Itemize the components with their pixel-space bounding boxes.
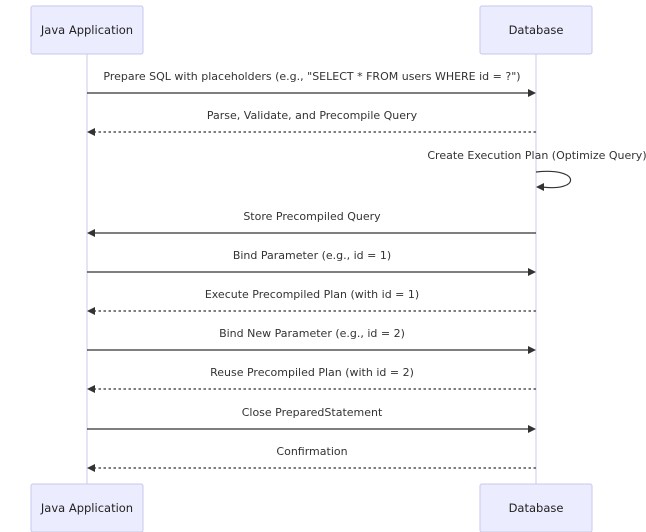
arrowhead [528, 425, 536, 433]
arrowhead [87, 464, 95, 472]
message-label: Create Execution Plan (Optimize Query) [427, 149, 646, 162]
message: Close PreparedStatement [87, 406, 536, 433]
arrowhead [87, 307, 95, 315]
arrowhead [528, 268, 536, 276]
message-label: Execute Precompiled Plan (with id = 1) [205, 288, 419, 301]
message: Prepare SQL with placeholders (e.g., "SE… [87, 70, 536, 97]
message: Create Execution Plan (Optimize Query) [427, 149, 646, 191]
message-label: Prepare SQL with placeholders (e.g., "SE… [103, 70, 520, 83]
message: Bind Parameter (e.g., id = 1) [87, 249, 536, 276]
actor-label: Java Application [40, 501, 133, 515]
actor-label: Database [509, 501, 564, 515]
arrowhead [87, 385, 95, 393]
arrowhead [536, 183, 544, 191]
message-label: Reuse Precompiled Plan (with id = 2) [210, 366, 414, 379]
message: Store Precompiled Query [87, 210, 536, 237]
actor-label: Java Application [40, 23, 133, 37]
actor-label: Database [509, 23, 564, 37]
messages-group: Prepare SQL with placeholders (e.g., "SE… [87, 70, 646, 472]
message-label: Store Precompiled Query [243, 210, 381, 223]
arrowhead [87, 229, 95, 237]
arrowhead [528, 346, 536, 354]
message: Reuse Precompiled Plan (with id = 2) [87, 366, 536, 393]
message: Parse, Validate, and Precompile Query [87, 109, 536, 136]
message-label: Bind New Parameter (e.g., id = 2) [219, 327, 405, 340]
message-label: Parse, Validate, and Precompile Query [207, 109, 418, 122]
actor-bottom-database: Database [479, 483, 593, 532]
message-line [535, 170, 572, 189]
arrowhead [528, 89, 536, 97]
message: Execute Precompiled Plan (with id = 1) [87, 288, 536, 315]
actor-top-database: Database [479, 5, 593, 55]
actor-top-java-application: Java Application [30, 5, 144, 55]
message-label: Bind Parameter (e.g., id = 1) [233, 249, 391, 262]
actor-bottom-java-application: Java Application [30, 483, 144, 532]
message-label: Confirmation [276, 445, 347, 458]
message: Confirmation [87, 445, 536, 472]
message: Bind New Parameter (e.g., id = 2) [87, 327, 536, 354]
arrowhead [87, 128, 95, 136]
message-label: Close PreparedStatement [242, 406, 383, 419]
